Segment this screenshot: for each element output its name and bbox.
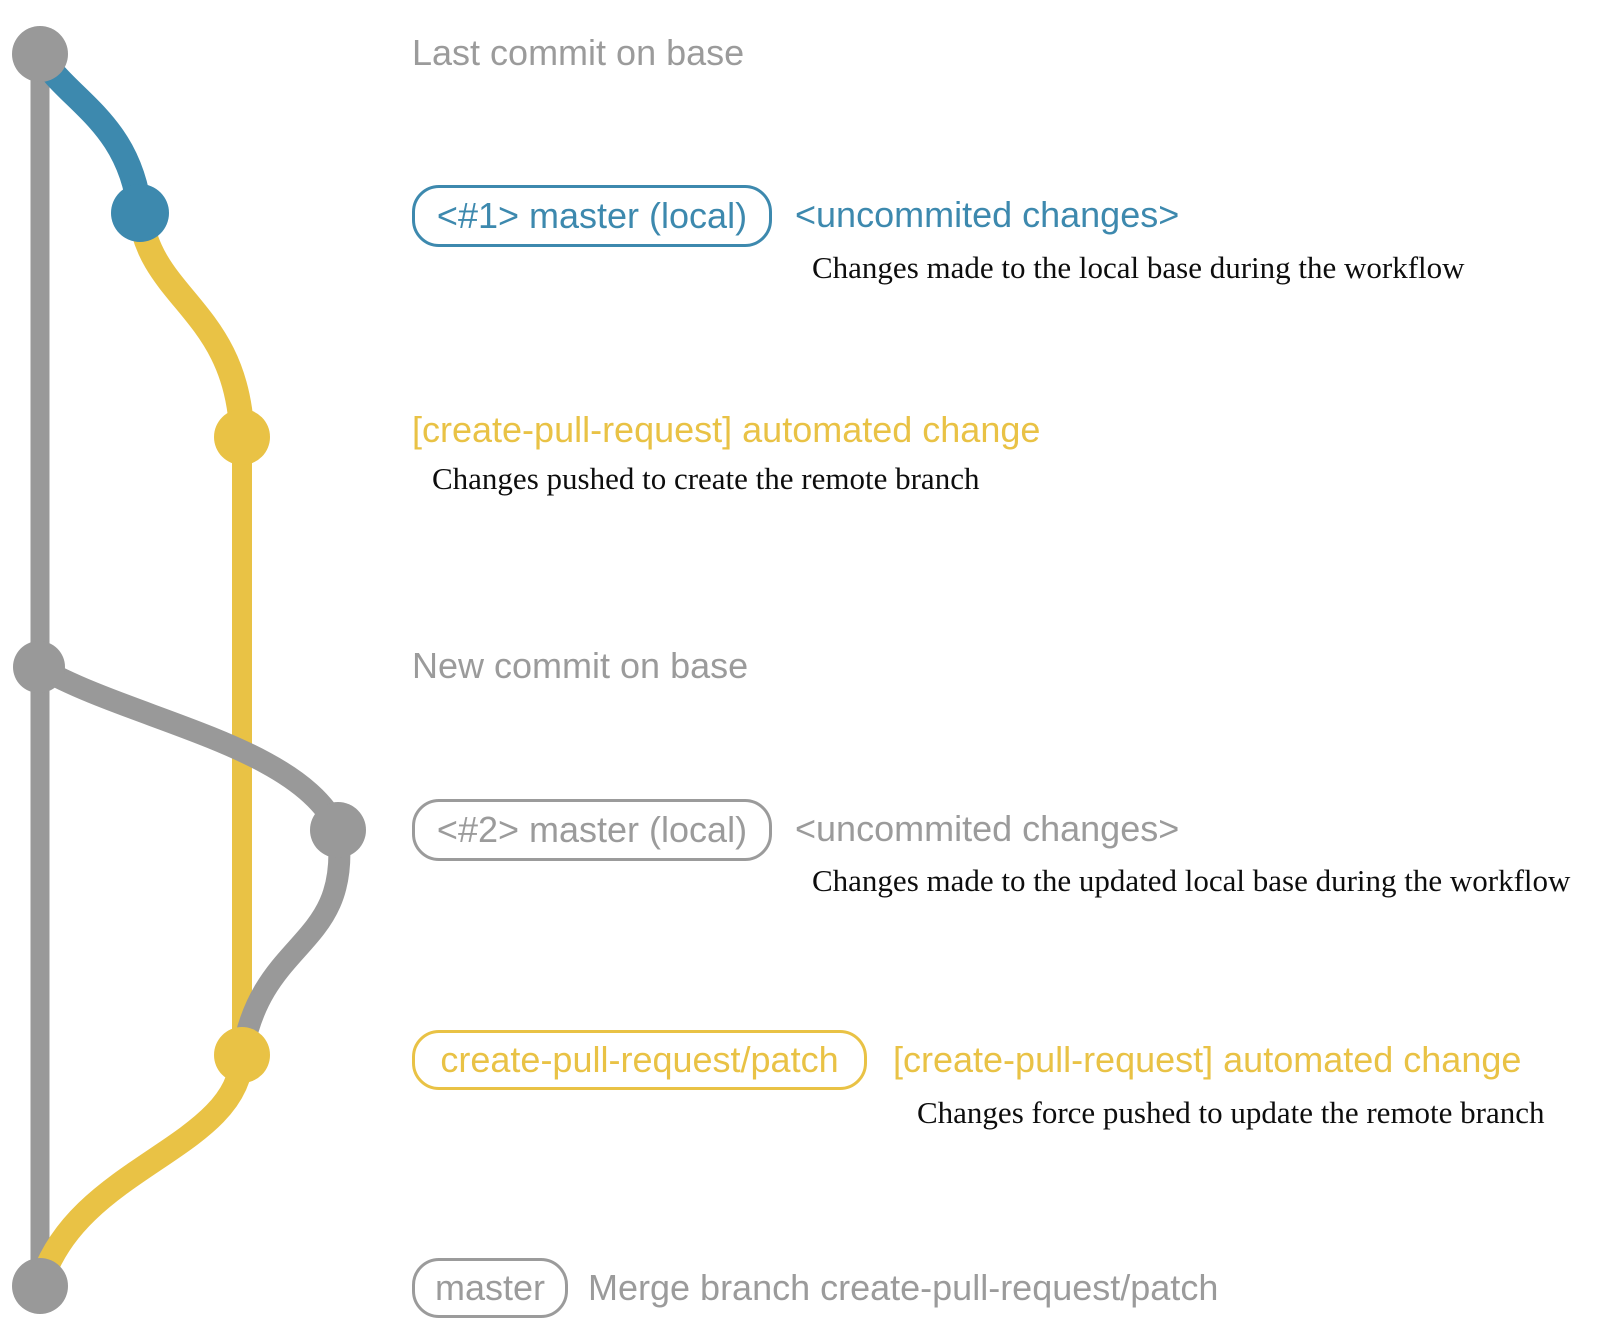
patch-branch-merge-curve (28, 1053, 254, 1290)
local-change-2-curve (33, 657, 349, 835)
last-commit-label: Last commit on base (412, 32, 745, 73)
automated-change-2-note: [create-pull-request] automated change (893, 1039, 1522, 1080)
new-commit-label: New commit on base (412, 645, 749, 686)
master-local-2-badge-label: <#2> master (local) (436, 809, 748, 850)
uncommited-changes-1-description: Changes made to the local base during th… (812, 250, 1465, 285)
patch-branch-badge: create-pull-request/patch (412, 1030, 867, 1090)
commit-dot-local-1 (111, 184, 169, 242)
uncommited-changes-1-note: <uncommited changes> (795, 194, 1180, 235)
uncommited-changes-2-note: <uncommited changes> (795, 808, 1180, 849)
patch-branch-badge-label: create-pull-request/patch (440, 1039, 839, 1080)
master-badge: master (412, 1258, 568, 1318)
master-local-1-badge: <#1> master (local) (412, 185, 772, 247)
commit-dot-merge (12, 1258, 68, 1314)
automated-change-2-description: Changes force pushed to update the remot… (917, 1095, 1545, 1130)
master-local-2-badge: <#2> master (local) (412, 799, 772, 861)
automated-change-1-note: [create-pull-request] automated change (412, 409, 1041, 450)
commit-dot-local-2 (310, 802, 366, 858)
commit-dot-patch-2 (214, 1027, 270, 1083)
commit-dot-new-base (13, 641, 65, 693)
commit-graph (12, 26, 366, 1314)
automated-change-1-description: Changes pushed to create the remote bran… (432, 461, 980, 496)
uncommited-changes-2-description: Changes made to the updated local base d… (812, 863, 1571, 898)
patch-branch-create-curve (127, 211, 255, 438)
force-push-curve (231, 828, 351, 1057)
merge-branch-note: Merge branch create-pull-request/patch (588, 1267, 1219, 1308)
commit-dot-patch-1 (214, 409, 270, 465)
master-badge-label: master (434, 1267, 546, 1308)
commit-dot-last-base (12, 26, 68, 82)
master-local-1-badge-label: <#1> master (local) (436, 195, 748, 236)
